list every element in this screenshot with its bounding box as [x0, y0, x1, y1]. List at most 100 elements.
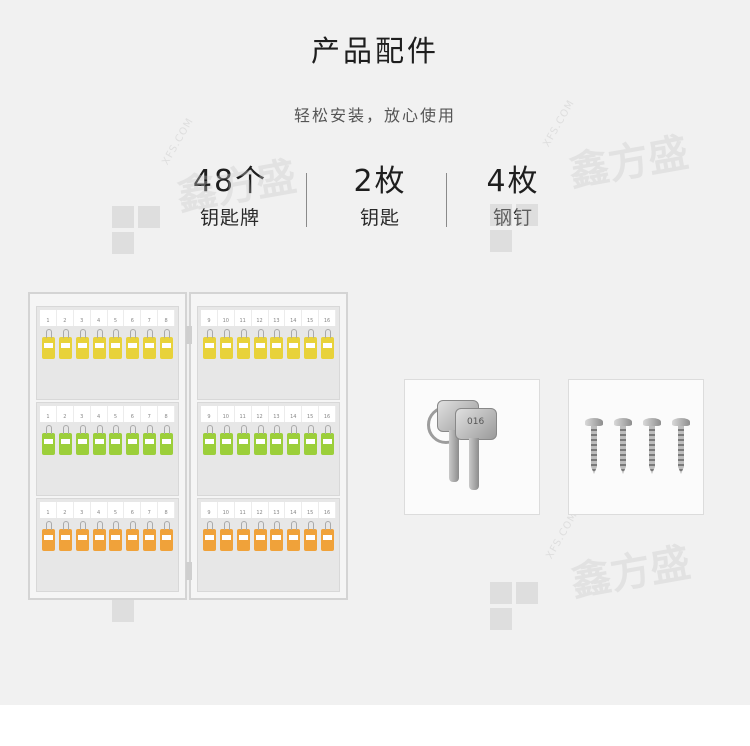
key-tag-icon: [126, 329, 140, 359]
slot-number: 2: [57, 406, 74, 422]
key-tag-icon: [75, 521, 89, 551]
slot-number: 12: [252, 310, 269, 326]
slot-number: 12: [252, 502, 269, 518]
slot-number: 1: [40, 310, 57, 326]
stat-number: 4枚: [486, 164, 540, 199]
watermark-logo: XFS.COM 鑫方盛: [488, 98, 692, 260]
slot-number: 12: [252, 406, 269, 422]
key-tag-icon: [143, 521, 157, 551]
slot-number: 13: [269, 310, 286, 326]
slot-number: 14: [285, 502, 303, 518]
slot-number: 16: [319, 502, 336, 518]
slot-number: 5: [108, 502, 125, 518]
key-tag-icon: [219, 521, 233, 551]
slot-number: 16: [319, 310, 336, 326]
slot-number: 5: [108, 406, 125, 422]
stat-key-tags: 48个 钥匙牌: [155, 165, 305, 230]
watermark-logo: XFS.COM 鑫方盛: [112, 116, 300, 258]
slot-number: 15: [302, 310, 320, 326]
slot-number: 11: [235, 406, 252, 422]
stat-number: 48个: [192, 164, 268, 199]
watermark-logo: XFS.COM 鑫方盛: [488, 510, 694, 640]
page-title: 产品配件: [310, 34, 439, 68]
slot-number: 3: [74, 406, 91, 422]
slot-number: 3: [74, 310, 91, 326]
watermark-mark-icon: [112, 206, 164, 258]
slot-number: 5: [108, 310, 125, 326]
slot-number: 8: [158, 502, 175, 518]
stat-number: 2枚: [353, 164, 407, 199]
key-tag-icon: [270, 425, 284, 455]
key-tag-icon: [160, 521, 174, 551]
key-tag-icon: [202, 425, 216, 455]
slot-number: 10: [218, 310, 235, 326]
slot-number: 11: [235, 502, 252, 518]
slot-number: 14: [285, 406, 303, 422]
slot-number: 2: [57, 310, 74, 326]
key-tag-icon: [41, 521, 55, 551]
key-tag-icon: [219, 329, 233, 359]
screw-icon: [672, 418, 690, 474]
slot-number: 15: [302, 502, 320, 518]
stat-nails: 4枚 钢钉: [438, 165, 588, 230]
key-tag-icon: [321, 425, 335, 455]
key-tag-icon: [75, 425, 89, 455]
key-tag-icon: [202, 329, 216, 359]
key-tag-icon: [92, 521, 106, 551]
stat-label: 钥匙: [359, 207, 400, 229]
key-tag-icon: [219, 425, 233, 455]
slot-number: 1: [40, 502, 57, 518]
key-tag-icon: [287, 425, 301, 455]
key-tag-icon: [160, 425, 174, 455]
stat-divider: [306, 173, 307, 227]
key-tag-icon: [253, 329, 267, 359]
slot-number: 4: [91, 406, 108, 422]
stat-label: 钥匙牌: [199, 207, 260, 229]
slot-number: 9: [201, 406, 218, 422]
key-tag-icon: [143, 329, 157, 359]
slot-number: 9: [201, 502, 218, 518]
key-tag-icon: [126, 521, 140, 551]
key-tag-icon: [41, 425, 55, 455]
screw-icon: [614, 418, 632, 474]
watermark-mark-icon: [490, 204, 542, 256]
screw-icon: [643, 418, 661, 474]
slot-number: 7: [141, 406, 159, 422]
key-tag-icon: [202, 521, 216, 551]
key-tag-icon: [304, 329, 318, 359]
key-tag-icon: [287, 521, 301, 551]
key-tag-icon: [109, 329, 123, 359]
keys-image: 016: [404, 379, 540, 515]
slot-number: 6: [124, 406, 142, 422]
slot-number: 15: [302, 406, 320, 422]
slot-number: 9: [201, 310, 218, 326]
key-tag-icon: [270, 521, 284, 551]
steel-nails-image: [568, 379, 704, 515]
key-tag-icon: [58, 521, 72, 551]
key-tag-icon: [236, 425, 250, 455]
slot-number: 7: [141, 502, 159, 518]
slot-number: 10: [218, 406, 235, 422]
key-tag-icon: [236, 521, 250, 551]
slot-number: 2: [57, 502, 74, 518]
key-tag-icon: [236, 329, 250, 359]
slot-number: 4: [91, 502, 108, 518]
slot-number: 6: [124, 310, 142, 326]
slot-number: 16: [319, 406, 336, 422]
page-subtitle: 轻松安装，放心使用: [293, 106, 456, 125]
accessory-stats: 48个 钥匙牌 2枚 钥匙 4枚 钢钉: [0, 165, 750, 235]
stat-keys: 2枚 钥匙: [305, 165, 455, 230]
key-tag-icon: [321, 329, 335, 359]
slot-number: 8: [158, 406, 175, 422]
key-tag-icon: [109, 425, 123, 455]
slot-number: 11: [235, 310, 252, 326]
key-tag-icon: [253, 425, 267, 455]
slot-number: 6: [124, 502, 142, 518]
key-tag-icon: [58, 425, 72, 455]
